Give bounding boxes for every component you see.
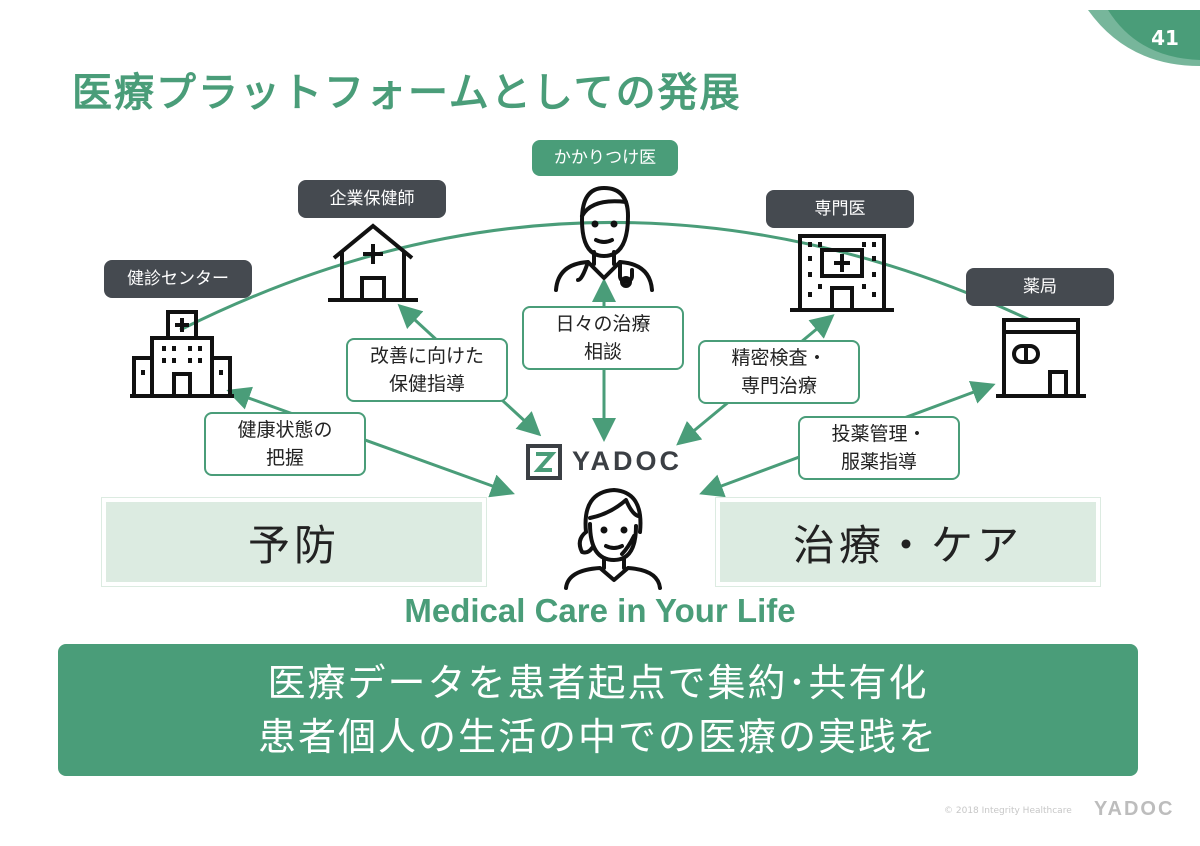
service-detailed-exam: 精密検査・ 専門治療 [698,340,860,404]
service-health-guidance-line1: 改善に向けた [369,345,484,367]
page-number: 41 [1151,26,1179,50]
service-detailed-exam-line2: 専門治療 [740,375,817,397]
footer-copyright: © 2018 Integrity Healthcare [944,806,1072,816]
tagline: Medical Care in Your Life [404,592,796,629]
yadoc-logo-icon [526,444,562,480]
service-health-status: 健康状態の 把握 [204,412,366,476]
hospital-icon [130,310,234,398]
actor-specialist-label: 専門医 [766,190,914,228]
summary-line-2: 患者個人の生活の中での医療の実践を [257,715,938,759]
yadoc-logo-text: YADOC [572,446,683,476]
service-daily-consult-line2: 相談 [583,341,622,363]
pharmacy-icon [996,318,1086,398]
hospital-building-icon [790,234,894,312]
doctor-icon [554,186,654,292]
service-daily-consult-line1: 日々の治療 [555,313,651,335]
service-detailed-exam-line1: 精密検査・ [731,347,827,369]
service-medication-line2: 服薬指導 [840,451,917,473]
service-health-status-line2: 把握 [265,447,304,469]
summary-box: 医療データを患者起点で集約･共有化 患者個人の生活の中での医療の実践を [58,644,1138,776]
service-daily-consult: 日々の治療 相談 [522,306,684,370]
treatment-care-box: 治療・ケア [715,497,1101,587]
network-arc [179,220,1031,332]
service-medication: 投薬管理・ 服薬指導 [798,416,960,480]
prevention-box: 予防 [101,497,487,587]
actor-pharmacy-label: 薬局 [966,268,1114,306]
service-health-guidance-line2: 保健指導 [388,373,465,395]
clinic-icon [328,223,418,302]
actor-health-center-label: 健診センター [104,260,252,298]
page-number-tab [1088,10,1200,66]
service-medication-line1: 投薬管理・ [831,423,927,445]
actor-family-doctor-label: かかりつけ医 [532,140,678,176]
slide-title: 医療プラットフォームとしての発展 [72,70,742,116]
service-health-status-line1: 健康状態の [237,419,333,441]
service-health-guidance: 改善に向けた 保健指導 [346,338,508,402]
summary-line-1: 医療データを患者起点で集約･共有化 [267,661,929,705]
actor-company-nurse-label: 企業保健師 [298,180,446,218]
footer-logo: YADOC [1094,798,1175,820]
patient-icon [564,488,662,590]
